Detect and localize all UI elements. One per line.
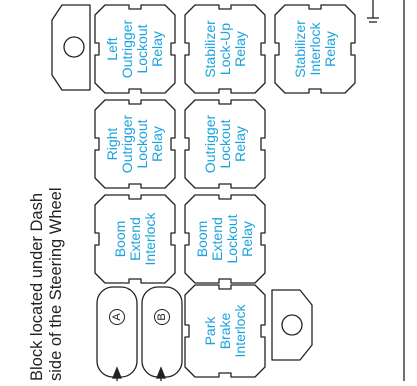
relay-label: Boom Extend Lockout Relay bbox=[194, 214, 255, 264]
caption-line-1: Block located under Dash bbox=[28, 192, 46, 381]
top-mount-hole bbox=[63, 36, 85, 58]
relay-label: Boom Extend Interlock bbox=[111, 212, 158, 266]
connector-label: B bbox=[154, 309, 170, 325]
relay-socket bbox=[184, 4, 266, 94]
relay-label: Park Brake Interlock bbox=[201, 304, 248, 358]
relay-socket bbox=[184, 194, 266, 284]
connector-housing bbox=[96, 286, 138, 378]
connector-housing bbox=[141, 286, 183, 378]
relay-label: Right Outrigger Lockout Relay bbox=[104, 114, 165, 174]
relay-socket bbox=[184, 284, 266, 378]
relay-socket bbox=[274, 4, 356, 94]
arrow-head bbox=[156, 366, 166, 379]
relay-label: Stabilizer Lock-Up Relay bbox=[201, 20, 248, 78]
arrow-head bbox=[112, 366, 122, 379]
top-mount-tab bbox=[51, 4, 91, 91]
bottom-mount-hole bbox=[281, 314, 303, 336]
relay-socket bbox=[94, 4, 176, 94]
relay-label: Stabilizer Interlock Relay bbox=[291, 20, 338, 78]
connector-label: A bbox=[109, 309, 125, 325]
relay-label: Left Outrigger Lockout Relay bbox=[104, 19, 165, 79]
relay-label: Outrigger Lockout Relay bbox=[201, 114, 248, 174]
block-location-caption: Block located under Dash side of the Ste… bbox=[28, 21, 88, 381]
bottom-mount-tab bbox=[271, 289, 313, 361]
caption-line-2: side of the Steering Wheel bbox=[47, 187, 65, 381]
relay-socket bbox=[94, 194, 176, 284]
relay-socket bbox=[184, 99, 266, 189]
relay-socket bbox=[94, 99, 176, 189]
